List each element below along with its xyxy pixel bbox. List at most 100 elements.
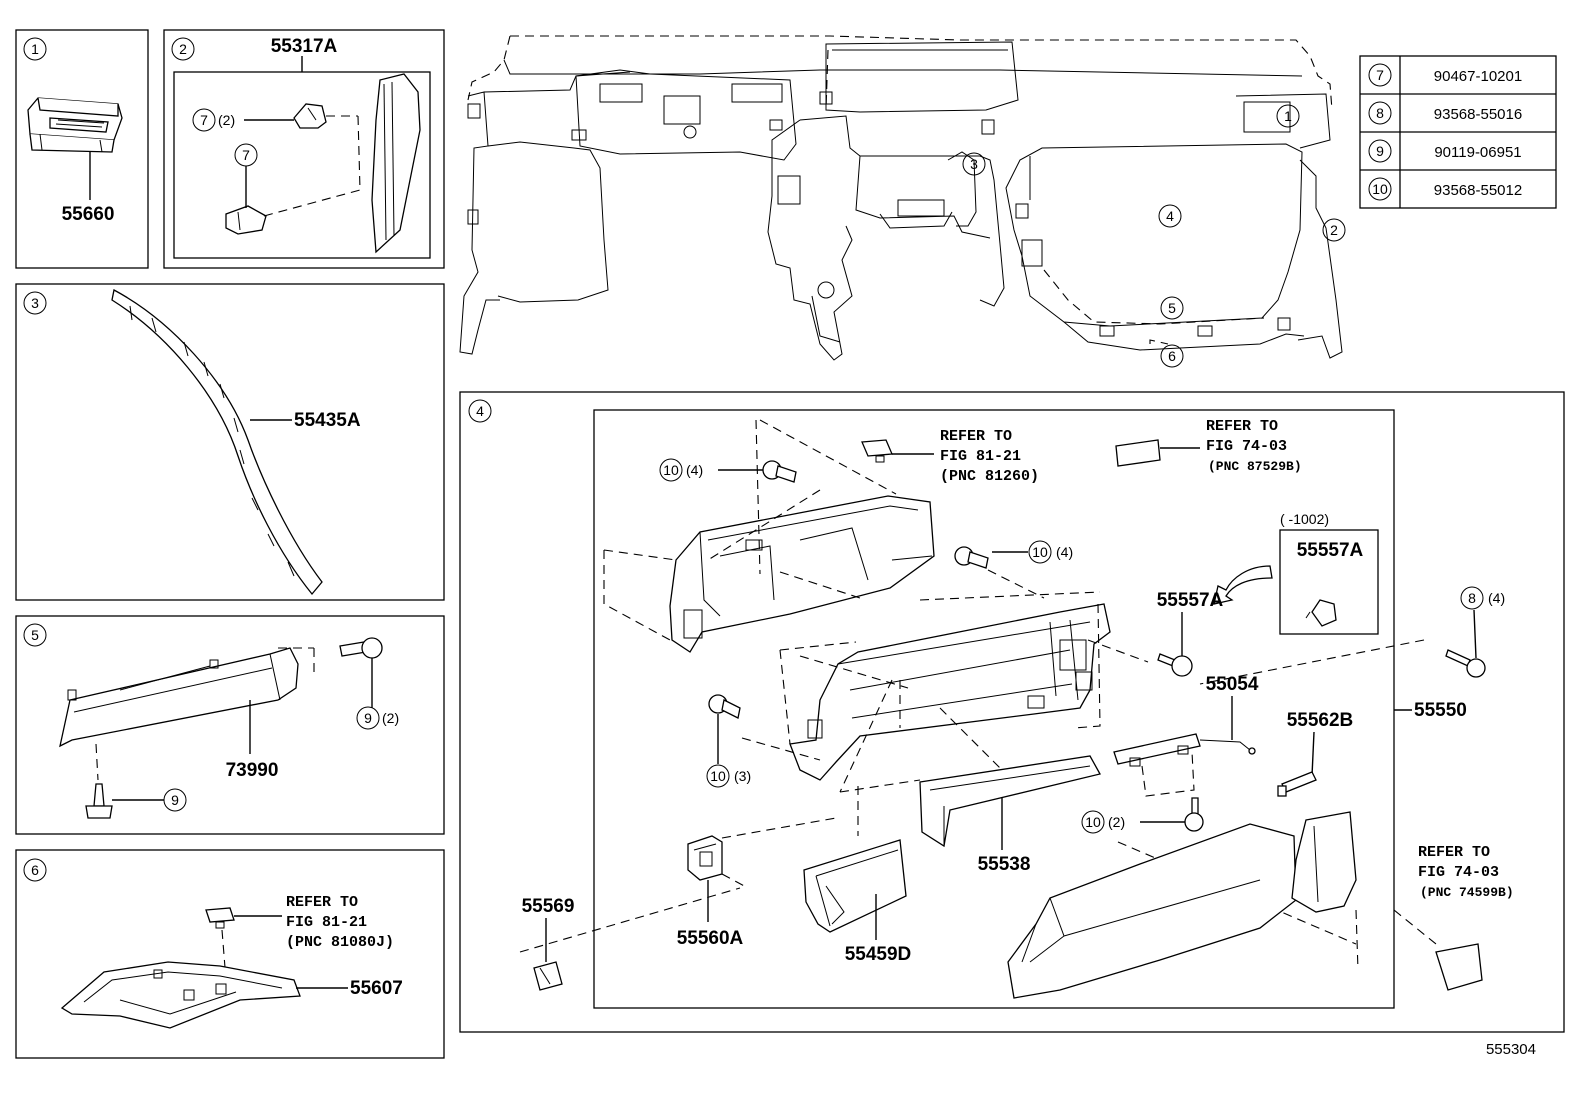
bumper-icon <box>533 961 563 991</box>
bolt-icon <box>954 546 989 569</box>
svg-text:90119-06951: 90119-06951 <box>1434 144 1521 161</box>
refer-fig-label: FIG 74-03 <box>1418 864 1499 881</box>
upper-duct-part <box>669 495 935 653</box>
bolt-icon <box>708 694 741 719</box>
part-number-55557A: 55557A <box>1157 590 1224 611</box>
stopper-icon <box>1277 771 1317 797</box>
svg-text:93568-55016: 93568-55016 <box>1434 106 1522 123</box>
panel-3: 3 55435A <box>15 283 445 601</box>
callout-qty: (4) <box>1056 544 1073 560</box>
refer-to-label: REFER TO <box>940 428 1012 445</box>
part-number-55459D: 55459D <box>845 944 912 965</box>
callout-qty: (3) <box>734 768 751 784</box>
bolt-icon <box>1184 797 1204 832</box>
panel-6-callout: 6 <box>31 862 39 878</box>
callout-qty: (2) <box>1108 814 1125 830</box>
coin-box-part <box>803 839 907 933</box>
table-row: 9 90119-06951 <box>1368 139 1522 163</box>
screw-icon <box>85 783 113 819</box>
panel-4: 4 REFER TO FIG 81-21 (PNC 81260) REFER T… <box>459 391 1565 1033</box>
garnish-strip-part <box>111 289 323 596</box>
part-number-55607: 55607 <box>350 978 403 999</box>
instrument-panel-overview: 1 2 3 4 5 6 <box>459 35 1346 368</box>
callout-7: 7 <box>242 147 250 163</box>
panel-4-callout: 4 <box>476 403 484 419</box>
callout-qty: (2) <box>382 710 399 726</box>
register-vent-part <box>27 97 123 153</box>
svg-text:8: 8 <box>1376 105 1384 121</box>
refer-fig-label: FIG 81-21 <box>940 448 1021 465</box>
refer-to-label: REFER TO <box>1206 418 1278 435</box>
fastener-table: 7 90467-10201 8 93568-55016 9 90119-0695… <box>1359 55 1557 209</box>
refer-pnc-label: (PNC 81260) <box>940 468 1039 485</box>
overview-callout-2: 2 <box>1330 222 1338 238</box>
diagram-id: 555304 <box>1486 1041 1536 1058</box>
callout-9: 9 <box>171 792 179 808</box>
svg-text:7: 7 <box>1376 67 1384 83</box>
panel-1: 1 55660 <box>15 29 149 269</box>
connector-icon <box>205 907 235 929</box>
callout-10: 10 <box>663 462 679 478</box>
part-number-55557A-variant: 55557A <box>1297 540 1364 561</box>
panel-6: 6 REFER TO FIG 81-21 (PNC 81080J) 55607 <box>15 849 445 1059</box>
callout-qty: (4) <box>686 462 703 478</box>
label-sticker-icon <box>1115 439 1161 467</box>
part-number-55569: 55569 <box>522 896 575 917</box>
shelf-part <box>919 755 1101 848</box>
panel-5: 5 9 (2) 73990 9 <box>15 615 445 835</box>
part-number-55054: 55054 <box>1206 674 1259 695</box>
refer-pnc-label: (PNC 81080J) <box>286 934 394 951</box>
table-row: 10 93568-55012 <box>1368 177 1522 201</box>
part-number-55560A: 55560A <box>677 928 744 949</box>
screw-icon <box>339 637 383 659</box>
label-sticker-icon <box>1435 943 1483 991</box>
overview-callout-5: 5 <box>1168 300 1176 316</box>
callout-8: 8 <box>1468 590 1476 606</box>
callout-10: 10 <box>1032 544 1048 560</box>
part-number-55435A: 55435A <box>294 410 361 431</box>
overview-callout-3: 3 <box>970 156 978 172</box>
lock-cylinder-part <box>687 835 723 881</box>
callout-9: 9 <box>364 710 372 726</box>
lower-panel-part <box>59 647 299 748</box>
table-row: 7 90467-10201 <box>1368 63 1522 87</box>
panel-3-callout: 3 <box>31 295 39 311</box>
refer-pnc-label: (PNC 74599B) <box>1420 885 1514 900</box>
hinge-rod-part <box>1113 733 1256 767</box>
refer-fig-label: FIG 74-03 <box>1206 438 1287 455</box>
panel-1-callout: 1 <box>31 41 39 57</box>
glove-box-frame-part <box>789 603 1111 781</box>
refer-pnc-label: (PNC 87529B) <box>1208 459 1302 474</box>
refer-to-label: REFER TO <box>1418 844 1490 861</box>
svg-text:9: 9 <box>1376 143 1384 159</box>
panel-2-callout: 2 <box>179 41 187 57</box>
part-number-55538: 55538 <box>978 854 1031 875</box>
part-number-73990: 73990 <box>226 760 279 781</box>
table-row: 8 93568-55016 <box>1368 101 1522 125</box>
glove-box-door-part <box>1007 823 1297 999</box>
part-number-55317A: 55317A <box>271 36 338 57</box>
bracket-part <box>60 961 301 1029</box>
callout-qty: (4) <box>1488 590 1505 606</box>
overview-callout-1: 1 <box>1284 108 1292 124</box>
callout-10: 10 <box>1085 814 1101 830</box>
panel-5-callout: 5 <box>31 627 39 643</box>
screw-icon <box>1445 649 1486 678</box>
clip-icon <box>1305 599 1337 627</box>
overview-callout-4: 4 <box>1166 208 1174 224</box>
callout-qty: (2) <box>218 112 235 128</box>
svg-text:90467-10201: 90467-10201 <box>1434 68 1522 85</box>
svg-text:93568-55012: 93568-55012 <box>1434 182 1522 199</box>
callout-7: 7 <box>200 112 208 128</box>
callout-10: 10 <box>710 768 726 784</box>
overview-callout-6: 6 <box>1168 348 1176 364</box>
bolt-icon <box>762 460 797 483</box>
panel-2: 2 55317A 7 (2) 7 <box>163 29 445 269</box>
part-number-55660: 55660 <box>62 204 115 225</box>
svg-text:10: 10 <box>1372 181 1388 197</box>
side-cover-part <box>1291 811 1357 913</box>
part-number-55550: 55550 <box>1414 700 1467 721</box>
refer-fig-label: FIG 81-21 <box>286 914 367 931</box>
variant-range-label: ( -1002) <box>1280 511 1329 527</box>
